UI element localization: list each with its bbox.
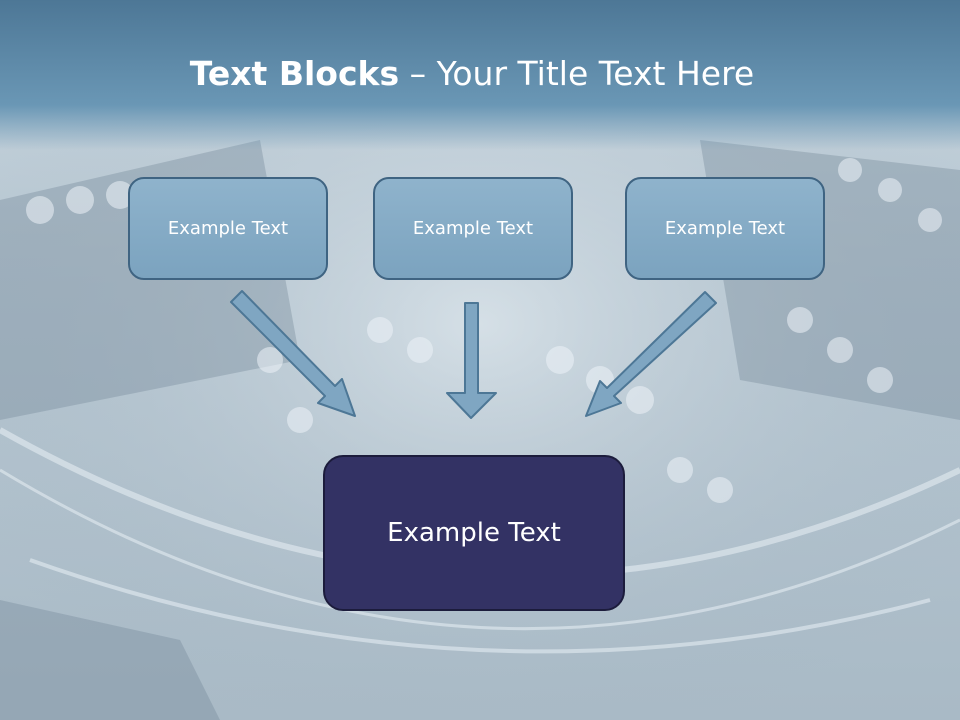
text-block-left[interactable]: Example Text <box>128 177 328 280</box>
arrow-down-icon <box>446 302 497 419</box>
text-block-center[interactable]: Example Text <box>373 177 573 280</box>
text-block-label: Example Text <box>412 218 534 239</box>
arrow-down-right-icon <box>230 290 356 417</box>
arrow-down-left-icon <box>585 291 717 417</box>
target-block-label: Example Text <box>387 518 561 548</box>
text-block-label: Example Text <box>664 218 786 239</box>
title-rest: – Your Title Text Here <box>399 54 755 93</box>
page-title: Text Blocks – Your Title Text Here <box>0 52 944 96</box>
text-block-right[interactable]: Example Text <box>625 177 825 280</box>
title-bold: Text Blocks <box>189 54 400 93</box>
text-block-label: Example Text <box>167 218 289 239</box>
target-text-block[interactable]: Example Text <box>323 455 625 611</box>
title-band <box>0 0 960 150</box>
